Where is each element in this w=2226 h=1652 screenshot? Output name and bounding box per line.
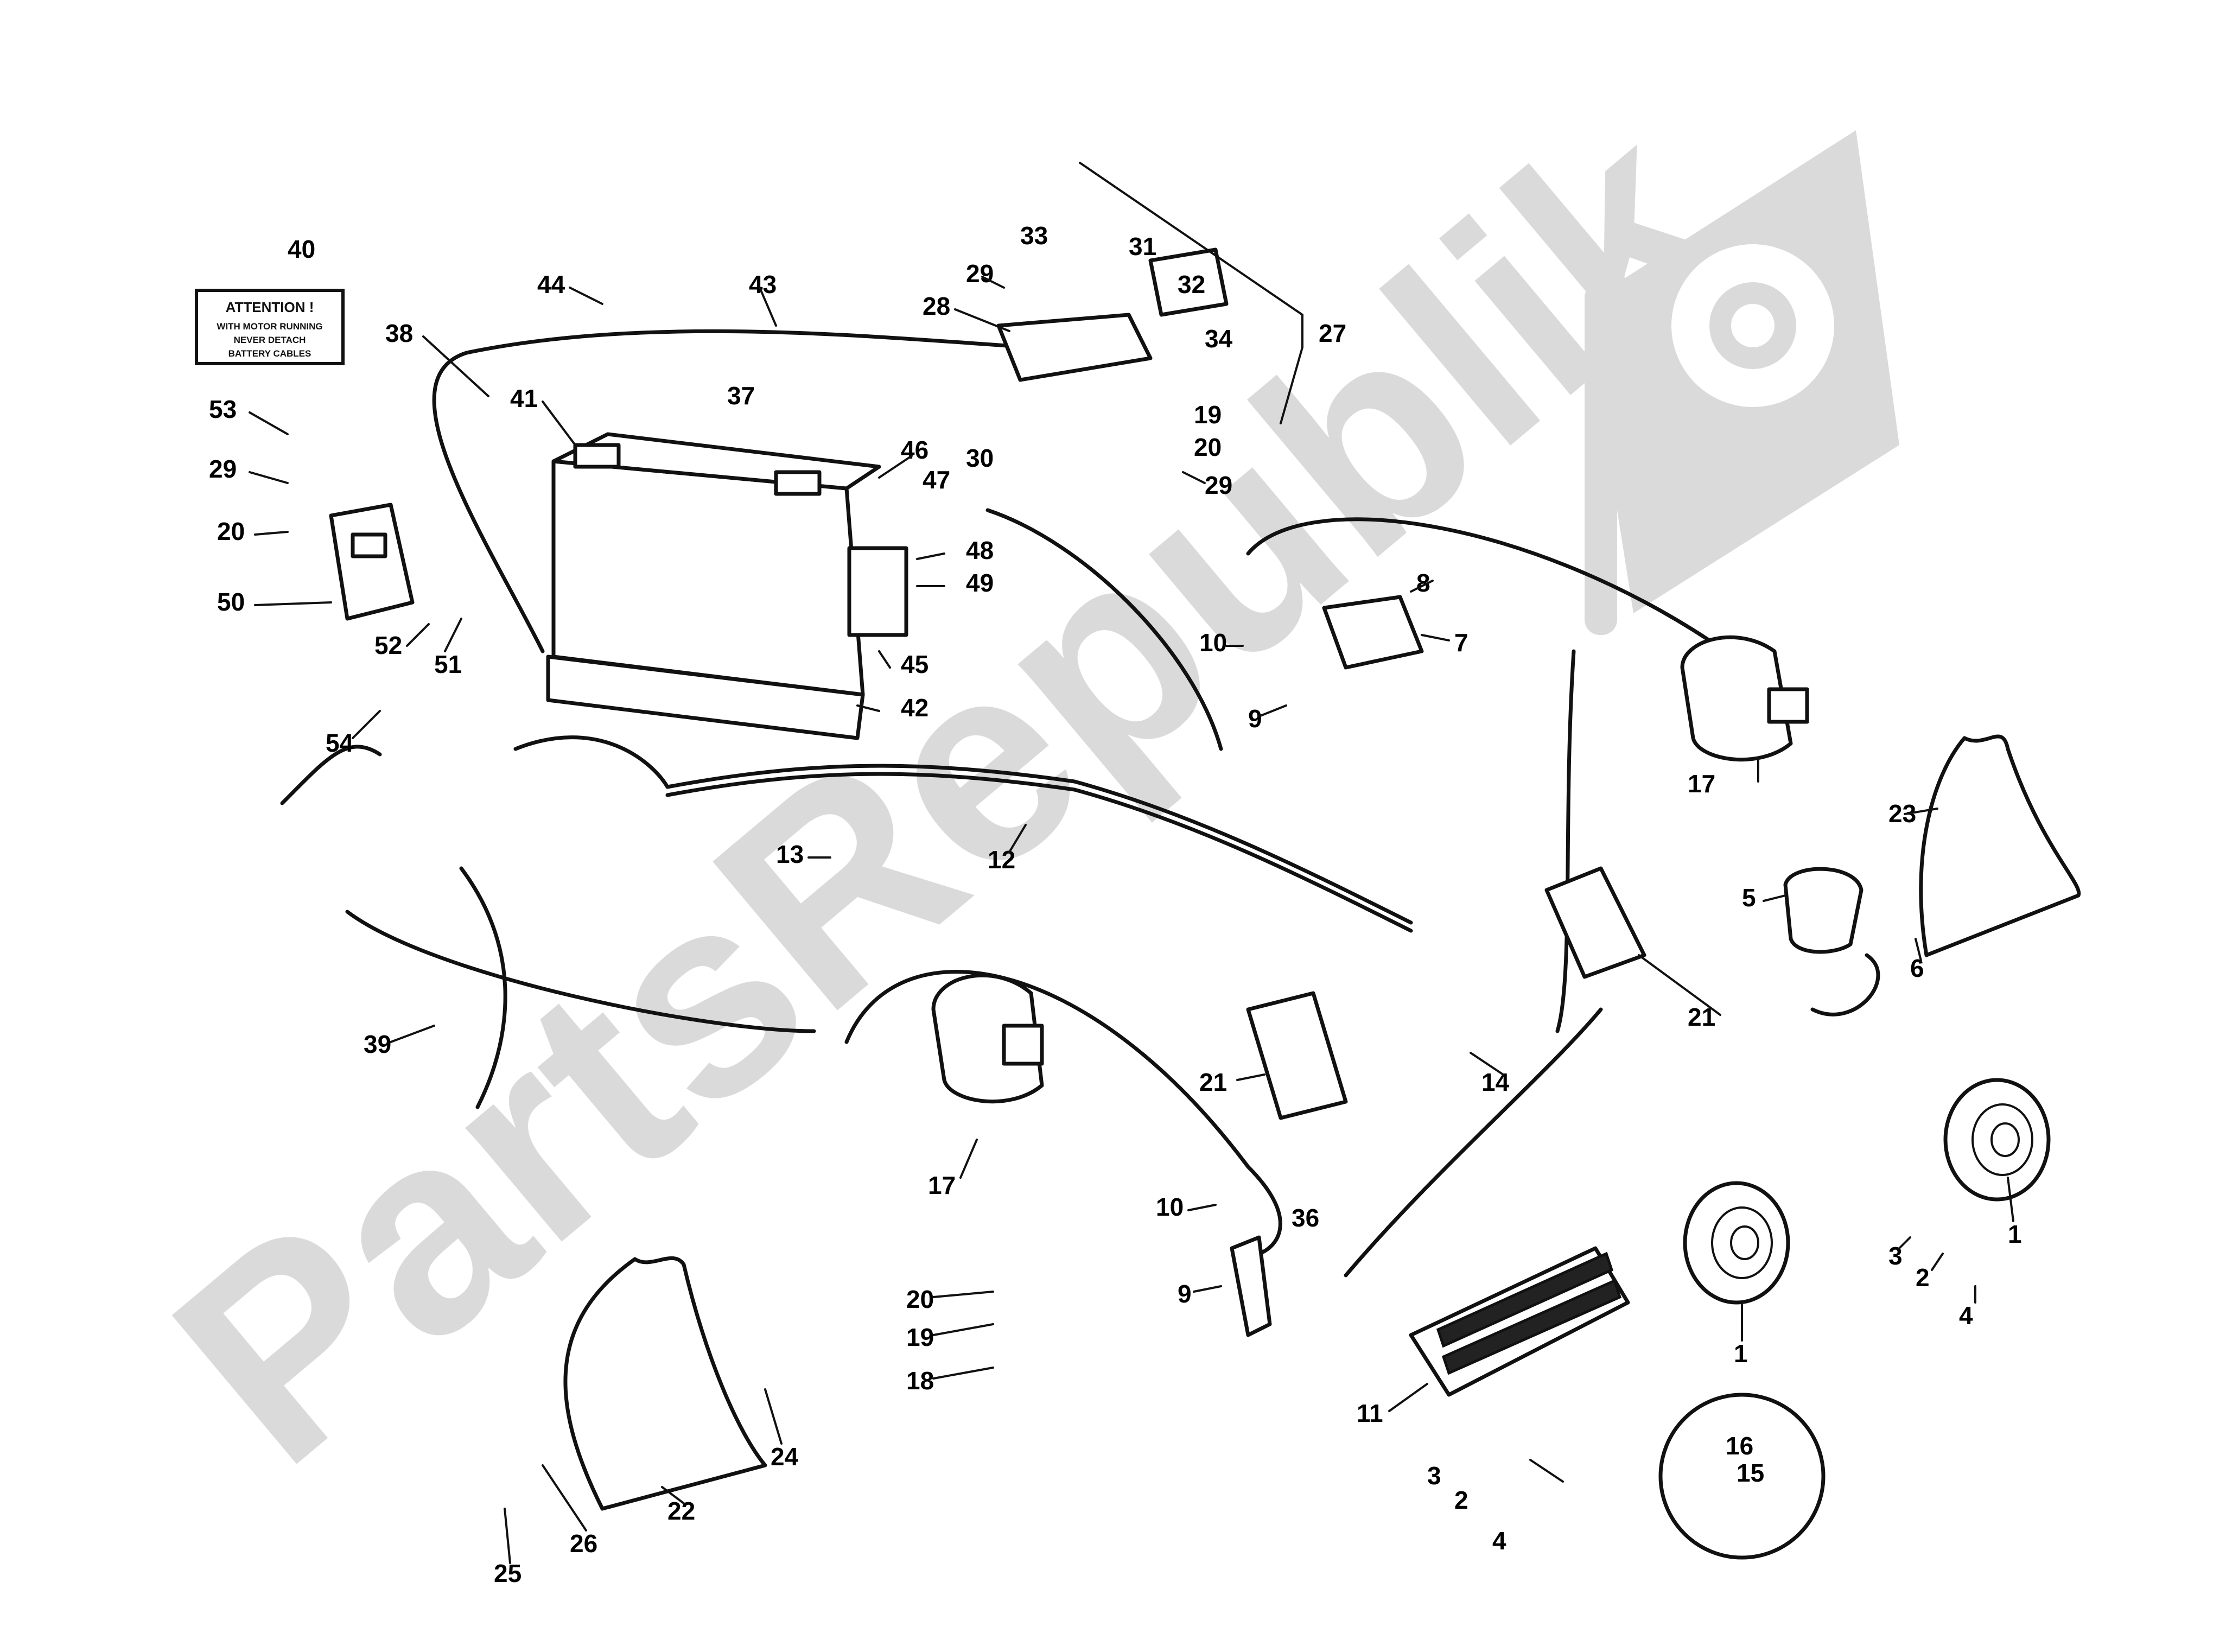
callout-48: 48 [966, 536, 994, 564]
callout-15: 15 [1737, 1459, 1764, 1487]
callout-30: 30 [966, 444, 994, 472]
side-panel-right [1919, 734, 2081, 957]
callout-40: 40 [288, 235, 315, 263]
callout-27: 27 [1319, 319, 1346, 347]
warning-line-1: WITH MOTOR RUNNING [217, 321, 322, 332]
callout-42: 42 [901, 694, 928, 722]
callout-4a: 4 [1959, 1301, 1973, 1330]
spark-plug-cap [1230, 1235, 1272, 1337]
bracket-27-line [1079, 162, 1303, 424]
callout-28: 28 [923, 292, 950, 320]
warning-line-3: BATTERY CABLES [228, 348, 311, 359]
callout-44: 44 [537, 270, 565, 298]
callout-24: 24 [771, 1443, 799, 1471]
callout-26: 26 [570, 1529, 597, 1558]
callout-9a: 9 [1248, 704, 1262, 733]
side-panel-left [563, 1256, 767, 1511]
watermark-flag-logo [1585, 130, 1899, 635]
callout-10b: 10 [1156, 1193, 1184, 1221]
flasher-unit [1322, 595, 1424, 670]
callout-4b: 4 [1492, 1527, 1506, 1555]
relay-21-lower [1246, 991, 1348, 1120]
callout-41: 41 [510, 384, 538, 412]
callout-19a: 19 [1194, 401, 1222, 429]
callout-47: 47 [923, 466, 950, 494]
voltage-regulator [1409, 1246, 1630, 1397]
callout-29b: 29 [1205, 471, 1232, 499]
watermark: PartsRepublik [118, 60, 1899, 1523]
callout-32: 32 [1178, 270, 1205, 298]
relay-21-upper [1544, 866, 1646, 979]
callout-17b: 17 [928, 1171, 956, 1199]
callout-31: 31 [1129, 232, 1156, 260]
callout-33: 33 [1020, 221, 1048, 250]
fuse-box [996, 313, 1153, 382]
ignition-coil-front [931, 973, 1044, 1104]
warning-line-2: NEVER DETACH [234, 335, 306, 345]
ignition-coil-rear [1680, 635, 1809, 762]
buzzer-5 [1783, 867, 1864, 954]
callout-labels: 1 1 2 2 3 3 4 4 5 6 7 8 9 9 10 10 11 12 … [209, 221, 2022, 1587]
callout-45: 45 [901, 650, 928, 678]
callout-14: 14 [1481, 1068, 1510, 1096]
callout-25: 25 [494, 1559, 521, 1587]
callout-11: 11 [1357, 1399, 1383, 1427]
callout-49: 49 [966, 569, 994, 597]
callout-54: 54 [326, 729, 354, 757]
callout-7: 7 [1454, 628, 1468, 657]
callout-19b: 19 [906, 1323, 934, 1351]
callout-20c: 20 [217, 517, 245, 545]
callout-52: 52 [374, 631, 402, 659]
callout-51: 51 [434, 650, 462, 678]
callout-2a: 2 [1916, 1263, 1930, 1292]
callout-36: 36 [1292, 1204, 1319, 1232]
callout-18: 18 [906, 1367, 934, 1395]
callout-50: 50 [217, 588, 245, 616]
warning-heading: ATTENTION ! [226, 299, 314, 315]
warning-decal: ATTENTION ! WITH MOTOR RUNNING NEVER DET… [195, 289, 345, 365]
callout-21b: 21 [1199, 1068, 1227, 1096]
callout-16: 16 [1726, 1432, 1753, 1460]
callout-10a: 10 [1199, 628, 1227, 657]
callout-5: 5 [1742, 884, 1756, 912]
callout-9b: 9 [1178, 1280, 1192, 1308]
horn-upper [1943, 1078, 2051, 1202]
callout-17a: 17 [1688, 770, 1715, 798]
callout-29c: 29 [209, 455, 237, 483]
relay-box [329, 503, 415, 621]
callout-3b: 3 [1427, 1462, 1441, 1490]
callout-29a: 29 [966, 259, 994, 288]
callout-39: 39 [364, 1030, 391, 1058]
callout-34: 34 [1205, 325, 1233, 353]
callout-1b: 1 [1734, 1339, 1748, 1368]
callout-20a: 20 [1194, 433, 1222, 461]
leader-lines [249, 276, 2014, 1564]
callout-13: 13 [776, 840, 804, 868]
callout-37: 37 [727, 382, 755, 410]
callout-38: 38 [385, 319, 413, 347]
callout-6: 6 [1910, 954, 1924, 982]
callout-53: 53 [209, 395, 237, 423]
detail-circle [1658, 1393, 1826, 1560]
battery [546, 432, 908, 740]
callout-2b: 2 [1454, 1486, 1468, 1514]
main-harness [280, 329, 1880, 1278]
fuse-cover [1148, 247, 1229, 317]
callout-1a: 1 [2008, 1220, 2022, 1248]
callout-20b: 20 [906, 1285, 934, 1313]
horn-lower [1683, 1181, 1790, 1305]
